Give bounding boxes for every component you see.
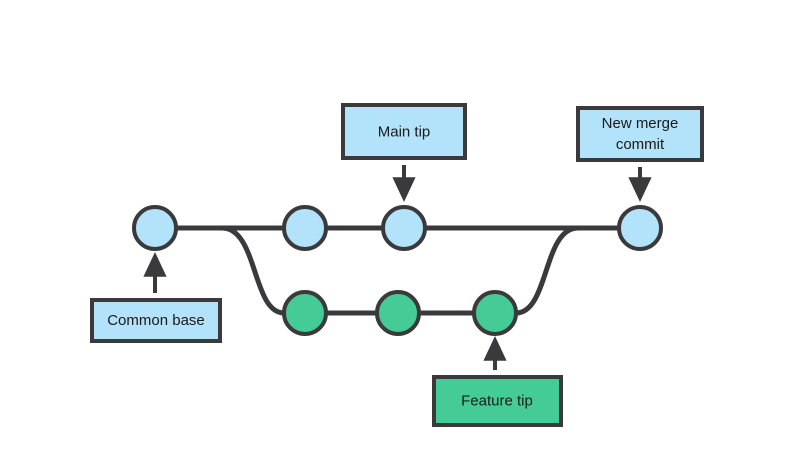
label-box-common-base[interactable]: [90, 298, 222, 343]
label-text-main-tip: Main tip: [378, 123, 431, 140]
label-new-merge-commit-group[interactable]: New merge commit: [576, 106, 704, 202]
commit-node-main-commit-1[interactable]: [282, 205, 328, 251]
label-common-base-group[interactable]: Common base: [90, 252, 222, 343]
label-box-main-tip[interactable]: [341, 103, 467, 160]
label-text-new-merge-commit-line-2: commit: [616, 136, 665, 153]
commit-node-feature-commit-1[interactable]: [282, 290, 328, 336]
label-box-new-merge-commit[interactable]: [576, 106, 704, 162]
label-main-tip-group[interactable]: Main tip: [341, 103, 467, 202]
main-branch-nodes-group: [132, 205, 663, 251]
label-box-feature-tip[interactable]: [432, 375, 563, 427]
edge-merge-join-curve: [513, 225, 581, 316]
commit-node-feature-commit-2[interactable]: [375, 290, 421, 336]
label-text-new-merge-commit-line-1: New merge: [602, 115, 679, 132]
label-text-feature-tip: Feature tip: [461, 392, 533, 409]
commit-node-merge-commit[interactable]: [617, 205, 663, 251]
label-text-common-base: Common base: [107, 312, 205, 329]
commit-node-main-tip[interactable]: [381, 205, 427, 251]
commit-node-feature-tip[interactable]: [472, 290, 518, 336]
edge-branch-split-curve: [219, 225, 287, 316]
branch-edges-group: [173, 225, 622, 316]
commit-node-common-base[interactable]: [132, 205, 178, 251]
label-feature-tip-group[interactable]: Feature tip: [432, 336, 563, 427]
feature-branch-nodes-group: [282, 290, 518, 336]
